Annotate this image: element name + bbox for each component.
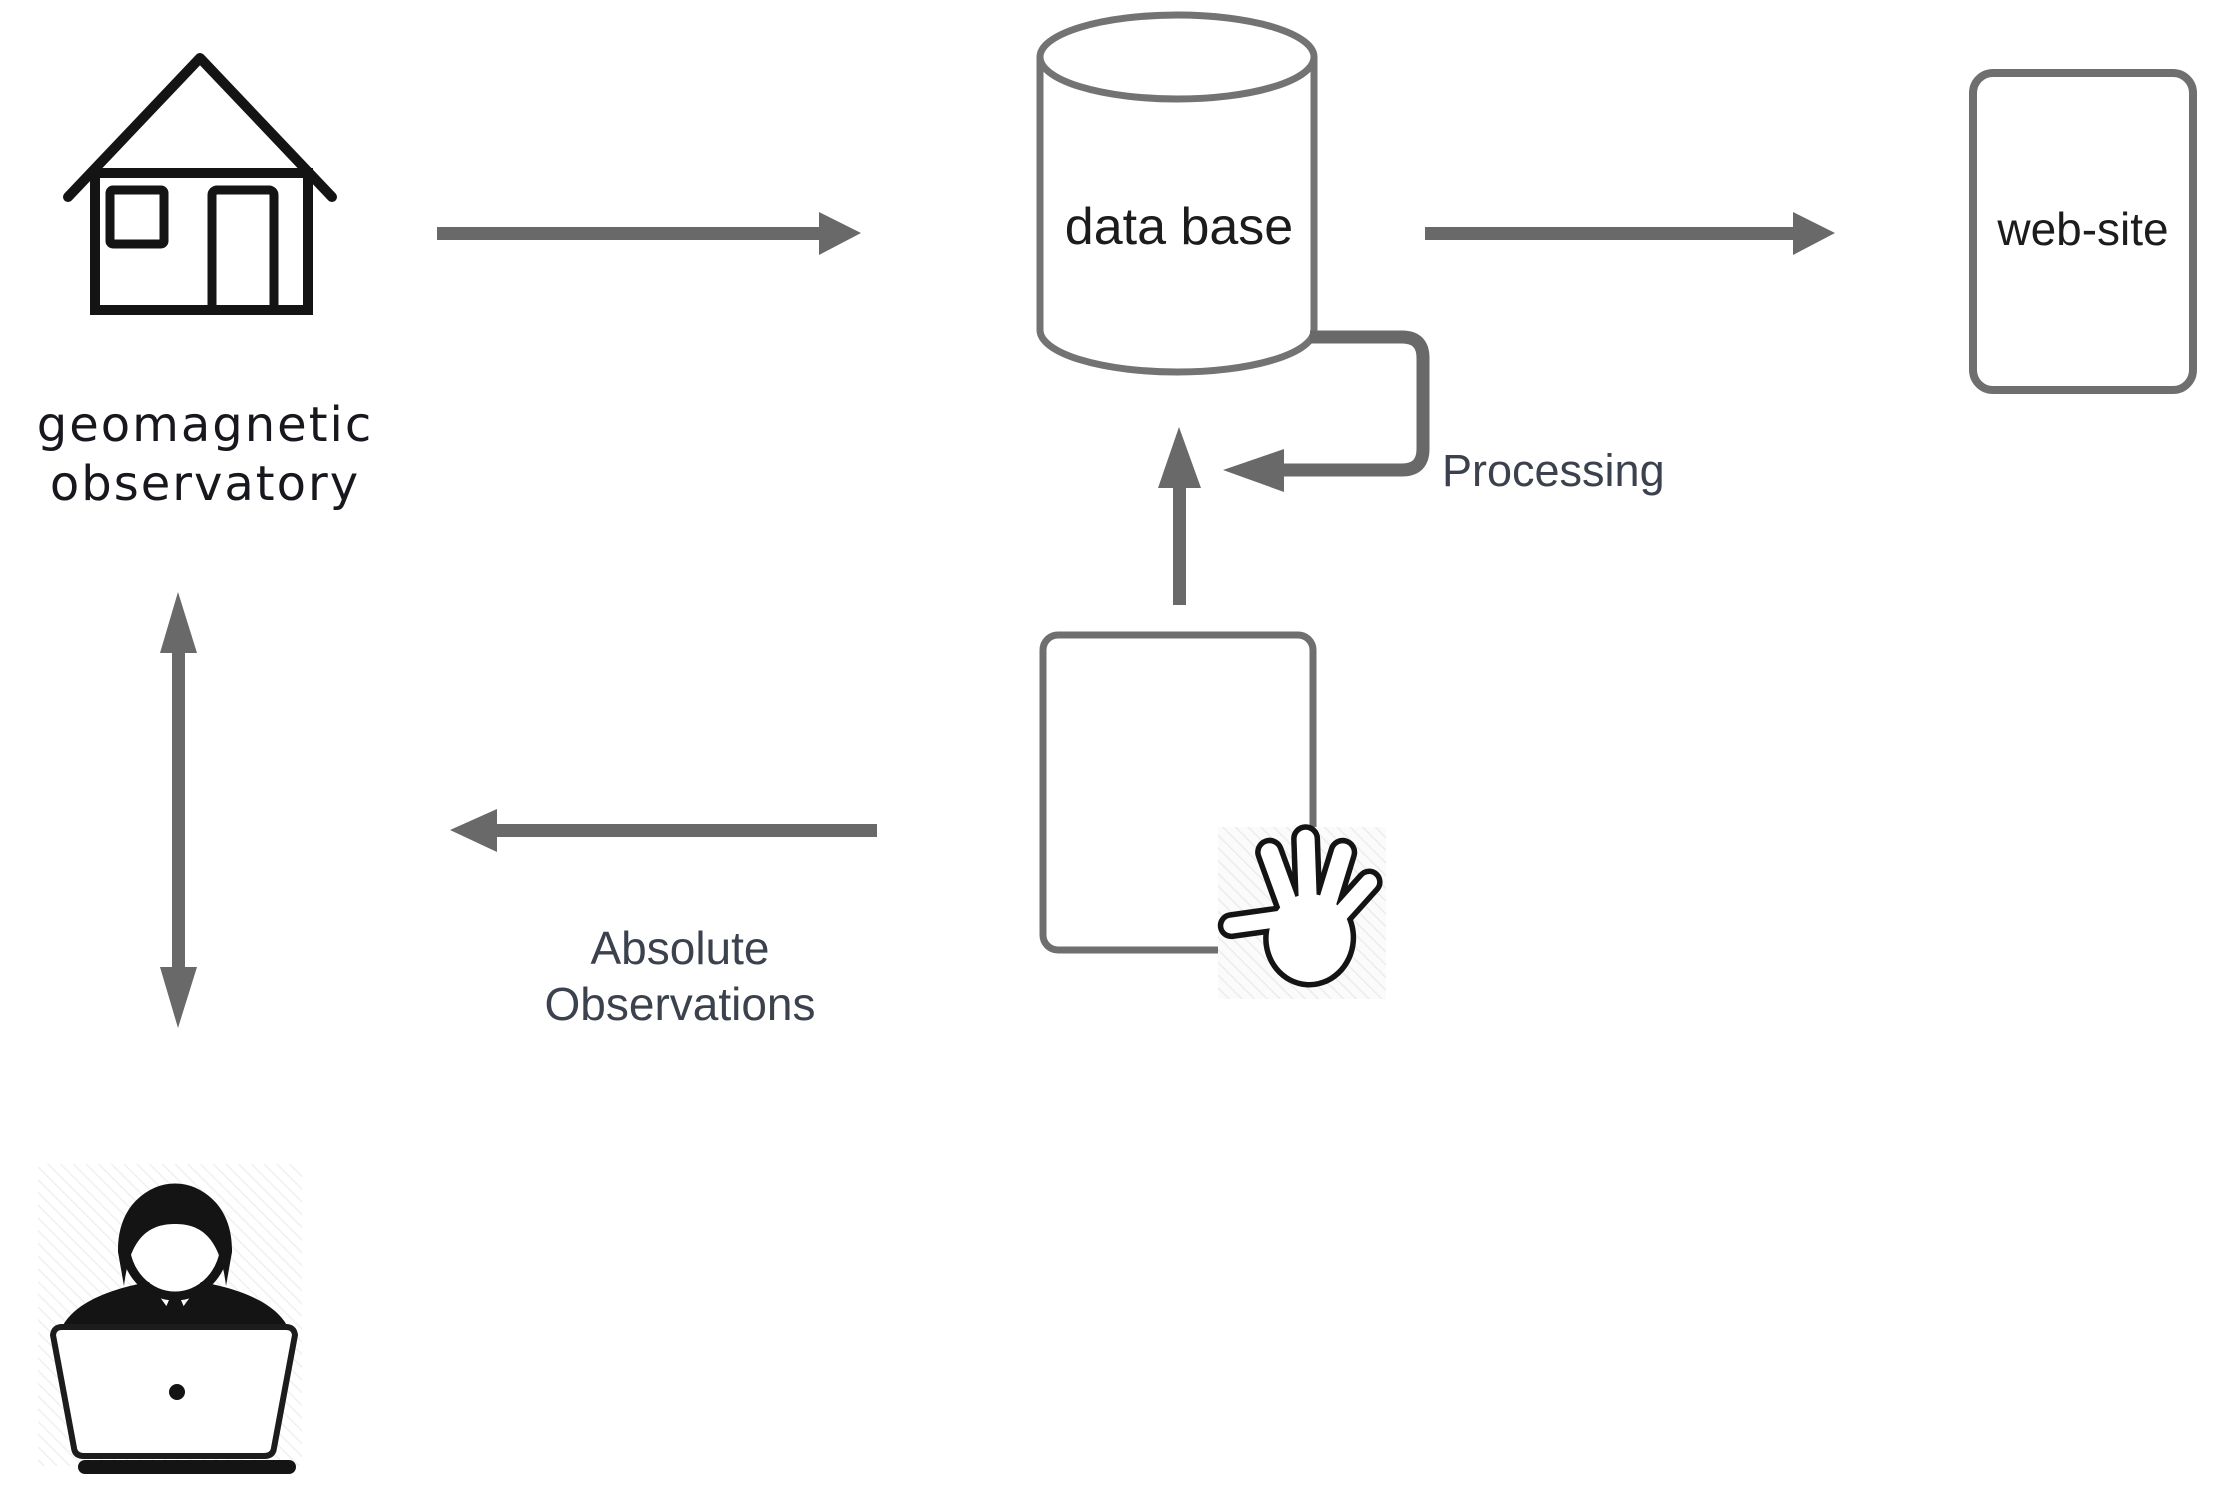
person-at-laptop-icon — [38, 1164, 302, 1474]
observatory-label: geomagnetic observatory — [37, 396, 374, 513]
arrow-head-right — [819, 212, 861, 255]
database-cylinder-icon — [1036, 11, 1318, 376]
arrow-shaft — [1173, 483, 1186, 605]
arrow-head-down — [160, 967, 197, 1028]
observatory-label-line2: observatory — [49, 455, 361, 512]
website-box — [1969, 69, 2197, 394]
arrow-shaft — [494, 824, 877, 837]
arrow-shaft — [172, 645, 185, 971]
laptop-base — [78, 1460, 296, 1474]
processing-loop-arrow — [1223, 330, 1430, 492]
arrow-database-to-website — [1425, 212, 1835, 255]
laptop-logo-dot — [169, 1384, 185, 1400]
website-label: web-site — [1997, 203, 2169, 255]
cylinder-body — [1036, 57, 1318, 376]
house-icon — [63, 53, 337, 315]
arrow-observatory-observer-double — [160, 592, 197, 1028]
database-label: data base — [1064, 198, 1294, 256]
arrow-head-up — [160, 592, 197, 653]
house-window — [105, 185, 169, 249]
hand-icon — [1217, 824, 1383, 988]
arrow-shaft — [437, 227, 819, 240]
house-door — [207, 185, 279, 315]
arrow-head-right — [1793, 212, 1835, 255]
absolute-observations-label: Absolute Observations — [544, 920, 815, 1032]
arrow-manual-to-database — [1158, 427, 1201, 605]
arrow-head-left — [1223, 449, 1284, 492]
arrow-observatory-to-database — [437, 212, 861, 255]
processing-label: Processing — [1442, 445, 1665, 496]
arrow-shaft — [1425, 227, 1793, 240]
cylinder-top — [1036, 11, 1318, 103]
person-suit — [60, 1282, 290, 1334]
observatory-label-line1: geomagnetic — [36, 397, 374, 453]
arrow-head-left — [450, 809, 497, 852]
absolute-observations-line1: Absolute — [590, 922, 770, 974]
loop-path — [1284, 330, 1430, 477]
house-roof — [63, 53, 337, 202]
arrow-head-up — [1158, 427, 1201, 488]
arrow-manual-to-observatory — [450, 809, 877, 852]
house-body — [90, 168, 313, 315]
person-hair — [117, 1184, 233, 1286]
absolute-observations-line2: Observations — [544, 978, 816, 1031]
